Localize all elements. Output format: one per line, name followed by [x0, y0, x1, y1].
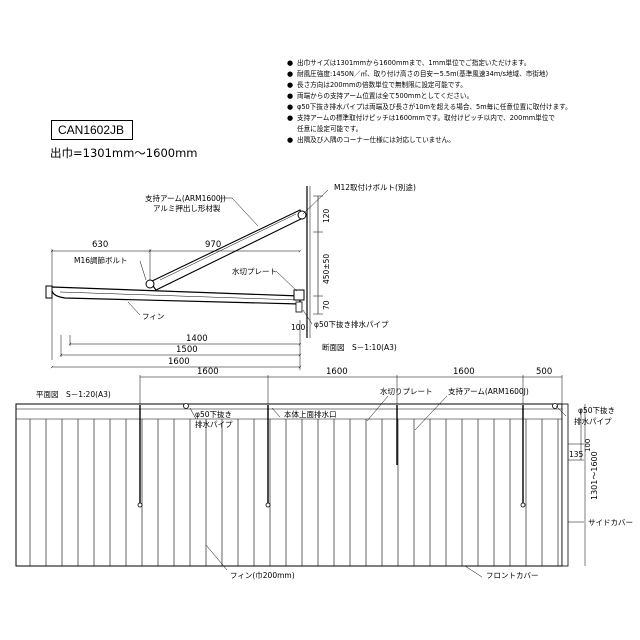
drain-pipe-section [295, 301, 303, 313]
arm-label: 支持アーム(ARM1600J) [145, 193, 226, 203]
note-item: 両端からの支持アーム位置は全て500mmとしてください。 [287, 91, 632, 102]
dim-500: 500 [536, 367, 552, 377]
dim-120-label: 120 [322, 208, 331, 223]
arm-sub-label: アルミ押出し形材製 [153, 203, 221, 213]
dim-1600-a: 1600 [197, 367, 219, 377]
dim-450-label: 450±50 [322, 254, 331, 284]
dim-70-label: 70 [322, 300, 331, 310]
water-plate-label: 水切プレート [232, 266, 277, 276]
spec-notes: 出巾サイズは1301mmから1600mmまで、1mm単位でご指定いただけます。 … [287, 58, 632, 146]
top-drain-hole [183, 403, 189, 409]
fin-label: フィン [142, 312, 164, 321]
support-arm-plan [265, 405, 271, 508]
dim-1600-label: 1600 [168, 357, 190, 367]
projection-range: 出巾=1301mm～1600mm [50, 146, 198, 160]
drain-pipe-right [552, 403, 558, 409]
dim-1600-b: 1600 [326, 367, 348, 377]
note-item: 支持アームの標準取付けピッチは1600mmです。取付けピッチ以内で、200mm単… [287, 113, 632, 135]
model-number: CAN1602JB [58, 123, 125, 137]
bolt-top-label: M12取付けボルト(別途) [334, 182, 416, 192]
dim-100: 100 [584, 439, 592, 452]
front-cover-label: フロントカバー [486, 571, 539, 580]
water-plate-label-plan: 水切りプレート [380, 386, 433, 396]
fin-plan-label: フィン(巾200mm) [230, 570, 295, 580]
plan-body [15, 403, 563, 567]
water-plate-section [293, 289, 305, 301]
pipe-right-label: φ50下抜き [578, 405, 615, 415]
support-arm-plan [137, 405, 143, 508]
note-item: 出隅及び入隅のコーナー仕様には対応していません。 [287, 135, 632, 146]
dim-970-label: 970 [205, 240, 221, 250]
plan-title: 平面図 S－1:20(A3) [36, 390, 111, 399]
dim-1600-c: 1600 [453, 367, 475, 377]
pipe-left-label: φ50下抜き [195, 409, 232, 419]
fins [29, 419, 559, 566]
pipe-left-label-2: 排水パイプ [195, 419, 233, 429]
dim-1500-label: 1500 [176, 345, 198, 355]
arm-label-plan: 支持アーム(ARM1600J) [448, 386, 529, 396]
dim-depth: 1301～1600 [590, 451, 599, 500]
model-number-box: CAN1602JB [51, 120, 133, 140]
note-item: φ50下抜き排水パイプは両端及び長さが10mを超える場合、5m毎に任意位置に取付… [287, 102, 632, 113]
dim-100-label: 100 [291, 323, 306, 332]
adjust-bolt-label: M16調節ボルト [74, 255, 128, 265]
note-item: 出巾サイズは1301mmから1600mmまで、1mm単位でご指定いただけます。 [287, 58, 632, 69]
pipe-right-label-2: 排水パイプ [574, 416, 612, 426]
drain-top-label: 本体上面排水口 [284, 409, 337, 419]
section-title: 断面図 S－1:10(A3) [322, 342, 397, 352]
pipe-label: φ50下抜き排水パイプ [314, 319, 389, 329]
note-item: 耐風圧強度:1450N／㎡、取り付け高さの目安ー5.5m(基準風速34m/s地域… [287, 69, 632, 80]
dim-1400-label: 1400 [186, 334, 208, 344]
dim-630-label: 630 [92, 240, 108, 250]
dim-135: 135 [569, 450, 584, 459]
support-arm-plan [520, 405, 526, 508]
side-cover [561, 403, 569, 567]
side-cover-label: サイドカバー [588, 518, 633, 527]
note-item: 長さ方向は200mmの倍数単位で無制限に設定可能です。 [287, 80, 632, 91]
